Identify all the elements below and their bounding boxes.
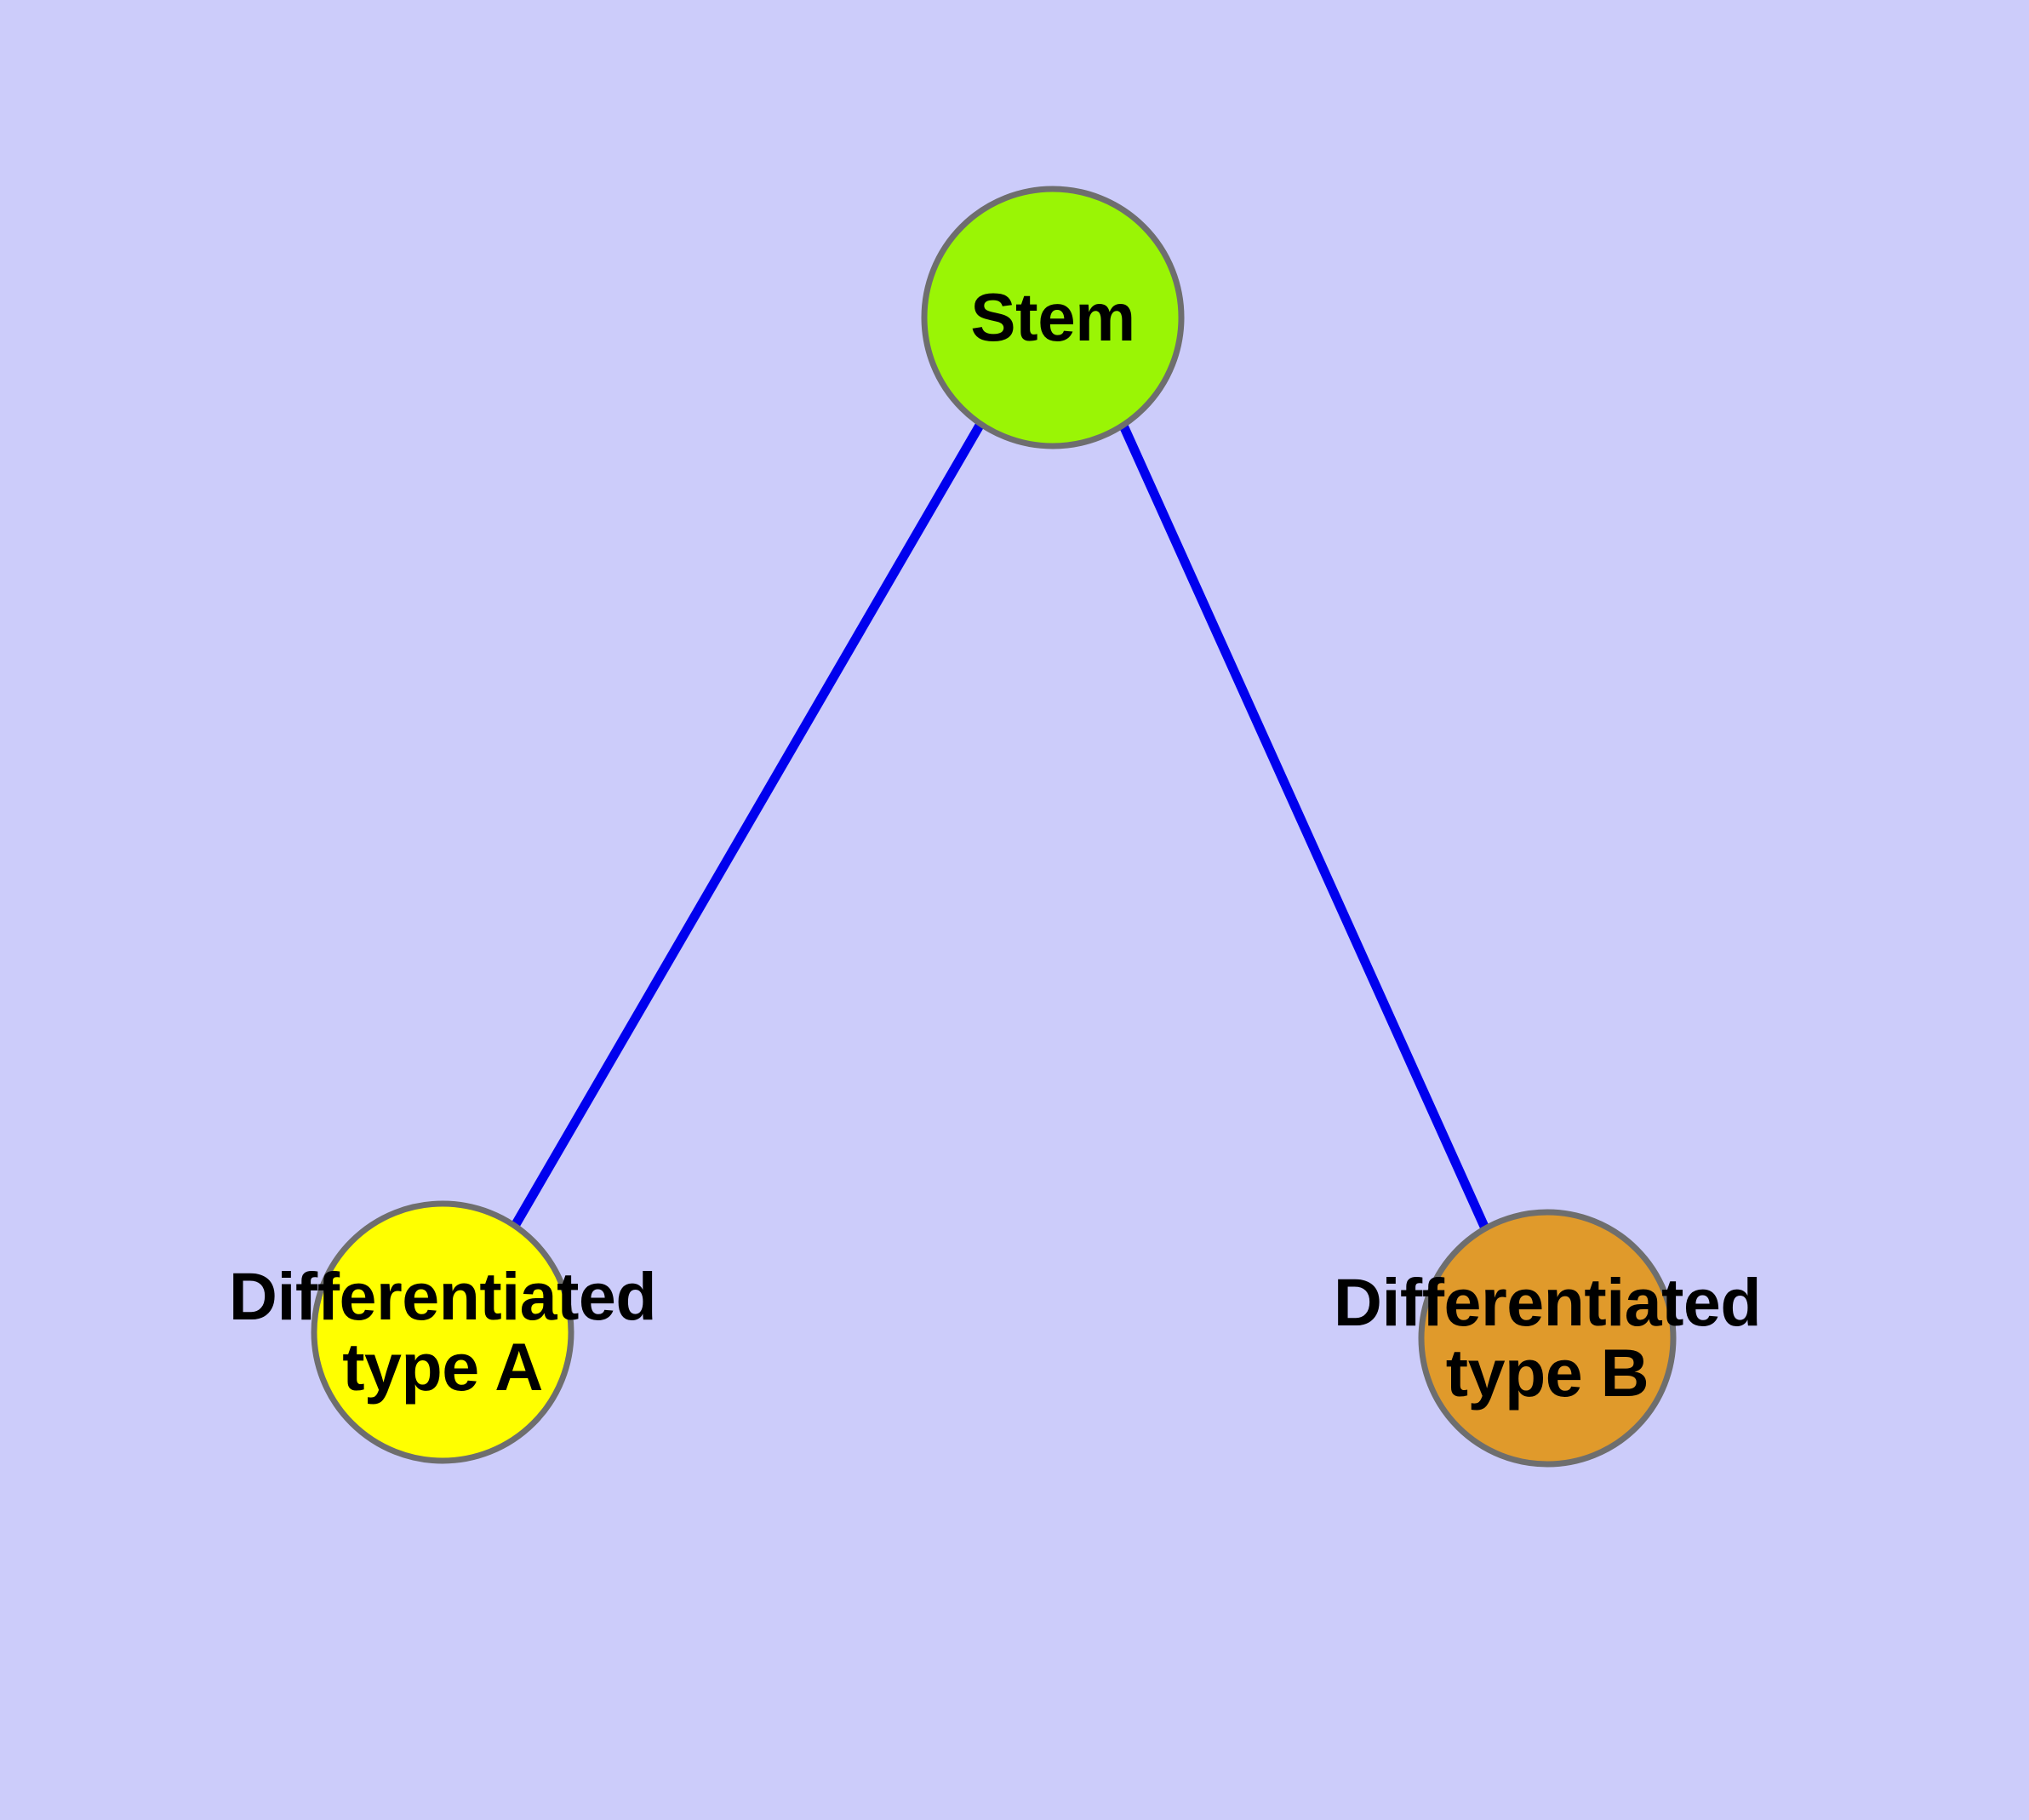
node-differentiated-type-b-circle[interactable] — [1418, 1209, 1677, 1468]
edge-stem-to-diff-b[interactable] — [1118, 423, 1490, 1231]
node-differentiated-type-a-circle[interactable] — [311, 1200, 574, 1464]
node-stem-circle[interactable] — [921, 186, 1185, 449]
edge-layer — [511, 421, 1490, 1231]
edge-stem-to-diff-a[interactable] — [511, 421, 985, 1228]
node-layer — [311, 186, 1677, 1468]
